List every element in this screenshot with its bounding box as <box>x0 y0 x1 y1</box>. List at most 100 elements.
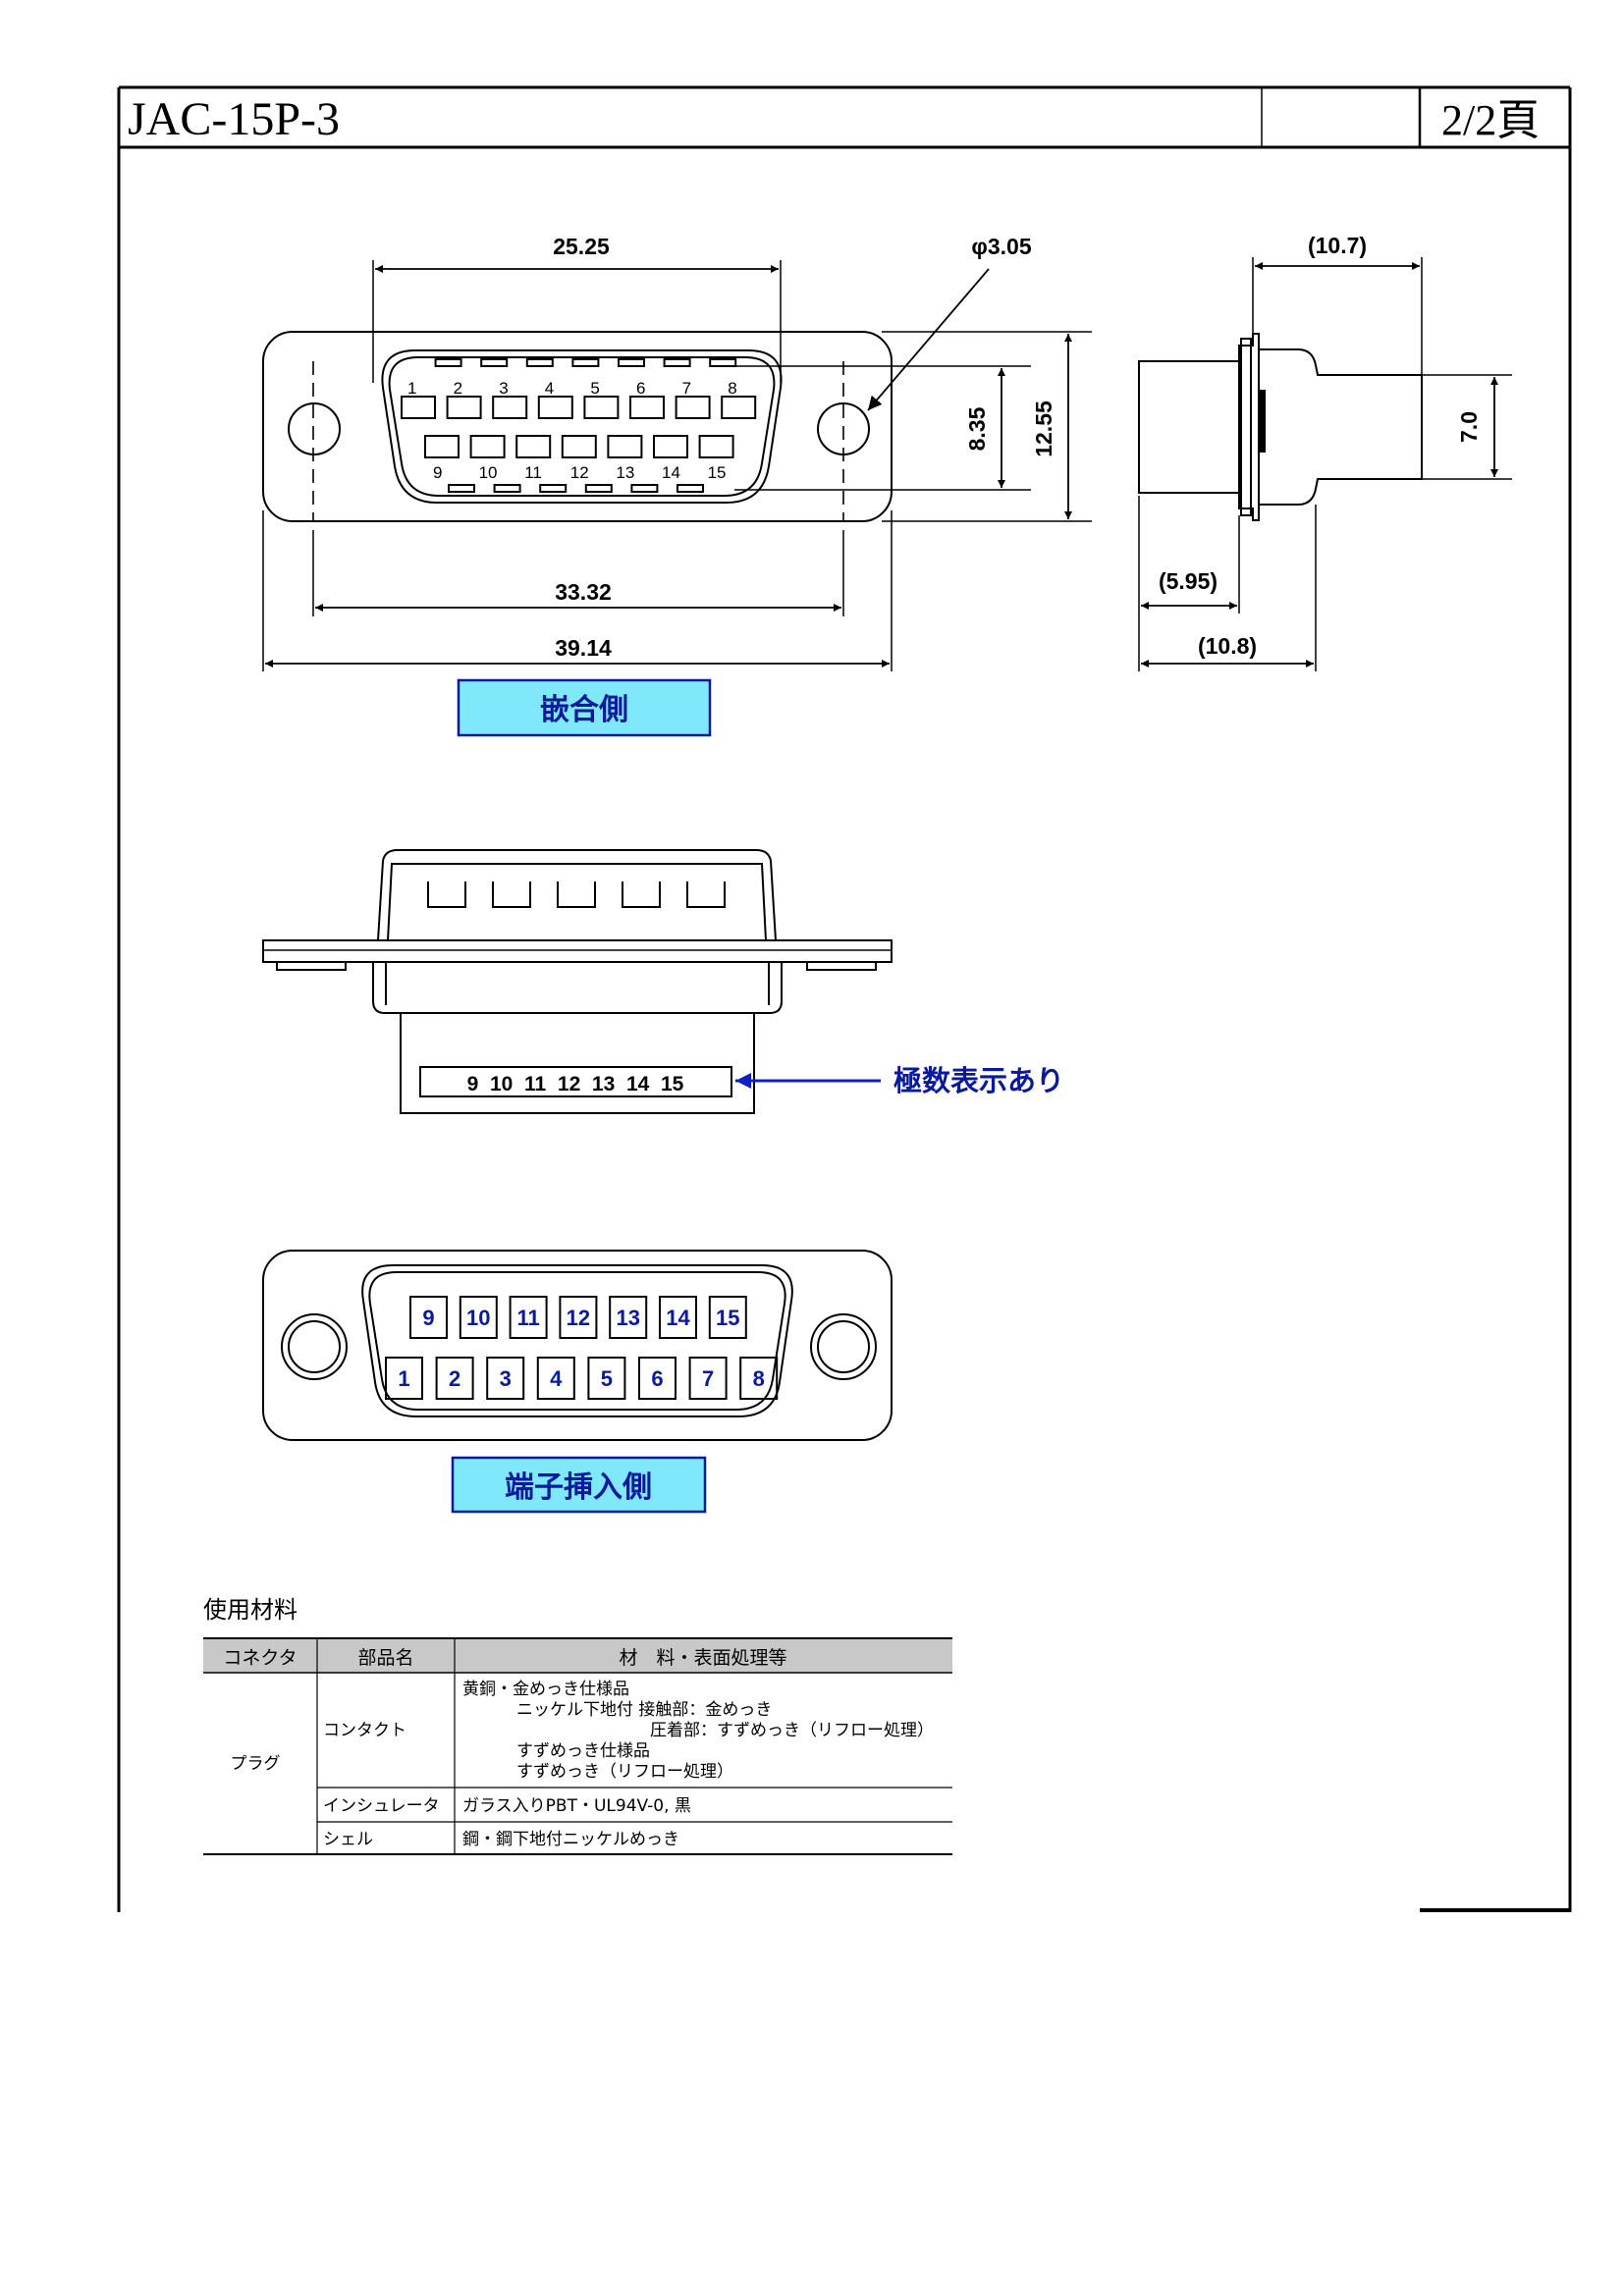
front-pin-number: 7 <box>682 379 691 398</box>
rear-terminal-box <box>739 1357 779 1400</box>
page-number: 2/2頁 <box>1441 96 1540 144</box>
title-block <box>117 85 1572 1912</box>
front-key-tab <box>663 358 691 367</box>
front-contact-slot <box>401 396 436 419</box>
front-shell-inner <box>388 356 776 497</box>
contact-line-2: ニッケル下地付 接触部：金めっき <box>516 1700 772 1720</box>
front-contact-slot <box>583 396 620 419</box>
side-flange <box>1240 338 1252 516</box>
rear-left-hole <box>281 1313 348 1380</box>
side-view <box>1138 257 1512 671</box>
front-key-tab <box>709 358 737 367</box>
col-part-name: 部品名 <box>357 1647 413 1669</box>
rear-pin-number: 9 <box>422 1306 434 1330</box>
contact-line-1: 黄銅・金めっき仕様品 <box>462 1680 629 1699</box>
side-body <box>1138 360 1241 494</box>
rear-terminal-box <box>587 1357 626 1400</box>
left-mount-hole <box>288 402 341 455</box>
front-contact-slot <box>721 396 757 419</box>
front-pin-number: 3 <box>499 379 508 398</box>
contact-line-3: 圧着部：すずめっき（リフロー処理） <box>650 1721 934 1740</box>
connector-type: プラグ <box>231 1754 281 1774</box>
side-shell <box>1238 333 1260 521</box>
col-material: 材 料・表面処理等 <box>619 1647 786 1669</box>
rear-right-hole <box>810 1313 877 1380</box>
dim-height-inner: 8.35 <box>964 406 990 451</box>
part-contact: コンタクト <box>323 1721 406 1740</box>
front-pin-number: 13 <box>616 463 634 482</box>
front-flange <box>262 331 893 522</box>
shell-material: 鋼・鋼下地付ニッケルめっき <box>462 1830 679 1849</box>
dim-width-total: 39.14 <box>555 635 612 661</box>
rear-terminal-box <box>509 1296 548 1339</box>
rear-pin-number: 11 <box>516 1306 539 1330</box>
front-view <box>262 260 1092 671</box>
rear-pin-number: 4 <box>550 1366 563 1391</box>
materials-table <box>203 1637 952 1855</box>
front-key-tab <box>493 484 521 493</box>
rear-pin-number: 10 <box>466 1306 490 1330</box>
front-contact-slot <box>537 396 573 419</box>
front-key-tab <box>434 358 462 367</box>
materials-heading: 使用材料 <box>203 1596 298 1624</box>
front-pin-number: 2 <box>454 379 462 398</box>
dim-height-outer: 12.55 <box>1031 400 1056 457</box>
front-pin-number: 12 <box>570 463 589 482</box>
rear-pin-number: 5 <box>601 1366 613 1391</box>
front-key-tab <box>480 358 509 367</box>
front-key-tab <box>630 484 659 493</box>
front-key-tab <box>571 358 600 367</box>
profile-view <box>262 849 893 1114</box>
front-key-tab <box>525 358 554 367</box>
pin-marking-box <box>419 1066 732 1097</box>
front-contact-slot <box>653 435 688 458</box>
rear-terminal-box <box>559 1296 598 1339</box>
rear-terminal-box <box>536 1357 575 1400</box>
front-contact-slot <box>607 435 643 458</box>
rear-view <box>262 1250 893 1441</box>
profile-shell <box>377 849 777 941</box>
rear-terminal-box <box>385 1357 423 1400</box>
dim-width-top: 25.25 <box>553 234 610 259</box>
mating-side-label: 嵌合側 <box>540 693 628 726</box>
front-shell-outer <box>381 349 783 504</box>
front-pin-number: 4 <box>545 379 554 398</box>
insertion-side-label: 端子挿入側 <box>505 1471 652 1504</box>
front-contact-slot <box>446 396 482 419</box>
rear-pin-number: 6 <box>651 1366 663 1391</box>
pin-marking: 9 10 11 12 13 14 15 <box>467 1073 684 1095</box>
front-contact-slot <box>675 396 711 419</box>
rear-pin-number: 14 <box>666 1306 690 1330</box>
rear-terminal-box <box>659 1296 697 1339</box>
front-key-tab <box>618 358 645 367</box>
dim-side-front: (5.95) <box>1159 568 1218 594</box>
col-connector: コネクタ <box>223 1647 297 1669</box>
front-contact-slot <box>424 435 460 458</box>
part-shell: シェル <box>323 1830 373 1849</box>
rear-pin-number: 15 <box>716 1306 739 1330</box>
drawing-title: JAC-15P-3 <box>128 93 340 145</box>
front-contact-slot <box>561 435 597 458</box>
front-key-tab <box>539 484 568 493</box>
dim-width-mid: 33.32 <box>555 579 612 605</box>
side-insulator <box>1258 348 1423 506</box>
profile-flange <box>262 939 893 963</box>
front-pin-number: 14 <box>662 463 680 482</box>
dim-hole-diameter: φ3.05 <box>971 234 1031 259</box>
front-contact-slot <box>629 396 665 419</box>
rear-terminal-box <box>708 1296 747 1339</box>
rear-pin-number: 2 <box>449 1366 460 1391</box>
profile-insulator <box>400 1012 755 1114</box>
insulator-material: ガラス入りPBT・UL94V-0, 黒 <box>462 1796 691 1816</box>
front-contact-slot <box>515 435 552 458</box>
dim-side-total: (10.8) <box>1198 633 1257 659</box>
pin-count-annotation: 極数表示あり <box>893 1065 1064 1097</box>
front-pin-number: 8 <box>728 379 736 398</box>
front-pin-number: 6 <box>636 379 645 398</box>
mating-side-label-box <box>457 678 712 737</box>
dim-side-length: (10.7) <box>1308 233 1367 258</box>
rear-terminal-box <box>459 1296 498 1339</box>
front-pin-number: 11 <box>524 463 542 482</box>
rear-flange <box>262 1250 893 1441</box>
